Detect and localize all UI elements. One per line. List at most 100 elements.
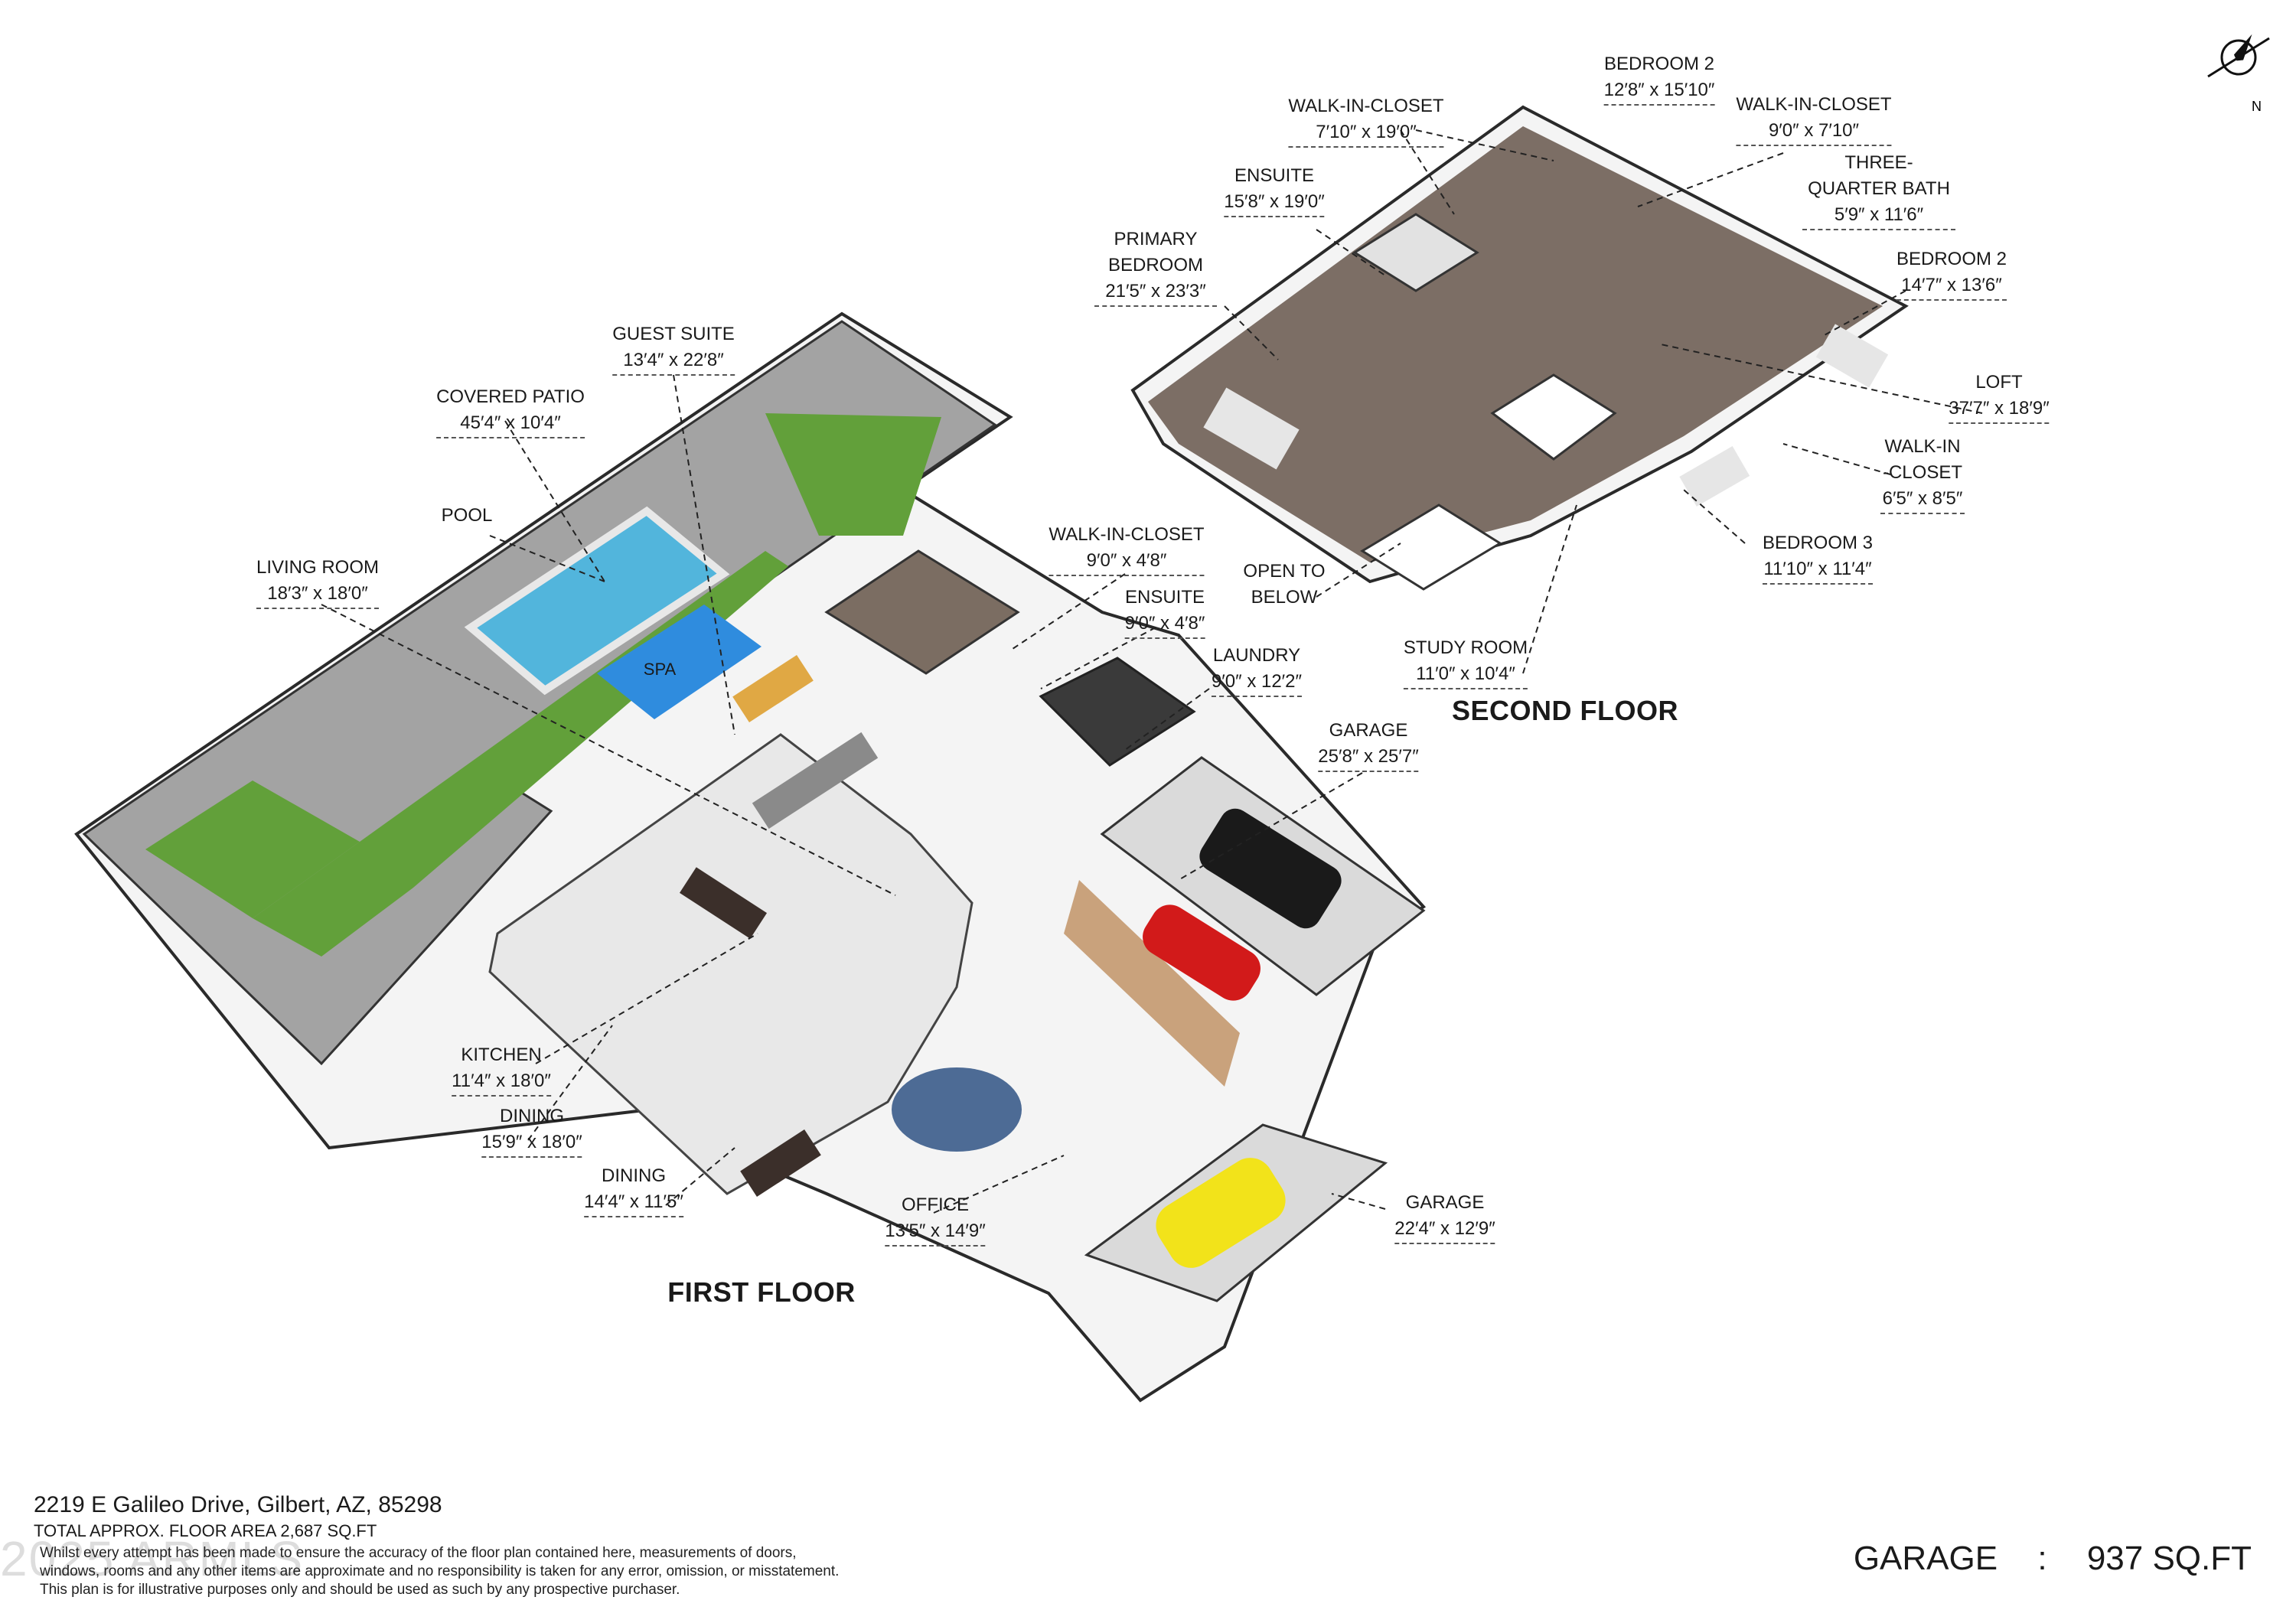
office-rug <box>892 1067 1022 1152</box>
dining-table <box>679 867 768 939</box>
label-kitchen: KITCHEN 11′4″ x 18′0″ <box>452 1042 551 1097</box>
room-dimension: 13′5″ x 14′9″ <box>885 1218 985 1247</box>
room-dimension: 11′4″ x 18′0″ <box>452 1068 551 1097</box>
open-to-below <box>1360 504 1502 591</box>
bedroom-3-bed <box>1679 445 1750 507</box>
compass-icon: N <box>2207 34 2270 114</box>
label-spa: SPA <box>644 657 676 683</box>
property-address: 2219 E Galileo Drive, Gilbert, AZ, 85298 <box>34 1492 442 1517</box>
label-laundry: LAUNDRY 9′0″ x 12′2″ <box>1212 643 1302 697</box>
room-name: LIVING ROOM <box>256 557 380 578</box>
room-name: THREE-QUARTER BATH <box>1808 152 1950 199</box>
room-name: STUDY ROOM <box>1403 637 1528 658</box>
primary-bed <box>1203 387 1300 470</box>
label-dining-2: DINING 14′4″ x 11′5″ <box>584 1163 683 1217</box>
label-guest-suite: GUEST SUITE 13′4″ x 22′8″ <box>612 321 735 376</box>
label-walk-in-closet-2f-a: WALK-IN-CLOSET 7′10″ x 19′0″ <box>1288 93 1443 148</box>
second-floor-carpet <box>1148 126 1883 562</box>
room-name: ENSUITE <box>1234 165 1315 186</box>
room-name: GUEST SUITE <box>612 324 735 344</box>
stair-opening <box>1490 373 1617 461</box>
ensuite-floor <box>1352 213 1479 292</box>
room-dimension: 22′4″ x 12′9″ <box>1394 1216 1495 1244</box>
room-name: DINING <box>601 1165 666 1186</box>
spa <box>597 605 762 719</box>
leader-lines <box>321 129 1983 1214</box>
label-dining-1: DINING 15′9″ x 18′0″ <box>481 1103 582 1158</box>
small-dining-table <box>740 1129 821 1198</box>
garage-area-label: GARAGE <box>1853 1540 1998 1577</box>
room-dimension: 9′0″ x 4′8″ <box>1049 548 1204 576</box>
room-dimension: 11′10″ x 11′4″ <box>1763 556 1873 585</box>
room-dimension: 9′0″ x 4′8″ <box>1125 611 1205 639</box>
pool <box>464 506 730 696</box>
disclaimer-line-2: windows, rooms and any other items are a… <box>40 1563 840 1579</box>
first-floor-plan <box>74 311 1427 1403</box>
garage-area-value: 937 SQ.FT <box>2086 1540 2252 1577</box>
total-floor-area: TOTAL APPROX. FLOOR AREA 2,687 SQ.FT <box>34 1521 377 1540</box>
label-loft: LOFT 37′7″ x 18′9″ <box>1949 370 2049 424</box>
label-walk-in-closet-2f-c: WALK-IN -CLOSET 6′5″ x 8′5″ <box>1880 434 1965 514</box>
label-three-quarter-bath: THREE-QUARTER BATH 5′9″ x 11′6″ <box>1802 150 1955 230</box>
room-dimension: 18′3″ x 18′0″ <box>256 581 379 609</box>
room-dimension: 9′0″ x 12′2″ <box>1212 669 1302 697</box>
label-primary-bedroom: PRIMARY BEDROOM 21′5″ x 23′3″ <box>1094 227 1217 307</box>
car-yellow <box>1156 1158 1286 1268</box>
second-floor-title: SECOND FLOOR <box>1451 695 1679 726</box>
label-bedroom-2-right: BEDROOM 2 14′7″ x 13′6″ <box>1896 246 2007 301</box>
room-dimension: 45′4″ x 10′4″ <box>436 410 585 438</box>
room-dimension: 25′8″ x 25′7″ <box>1318 744 1418 772</box>
room-name: LOFT <box>1975 372 2023 393</box>
room-name: WALK-IN -CLOSET <box>1882 436 1962 483</box>
room-dimension: 13′4″ x 22′8″ <box>612 347 735 376</box>
bedroom-2-bed <box>1815 324 1889 388</box>
room-dimension: 5′9″ x 11′6″ <box>1802 202 1955 230</box>
room-name: WALK-IN-CLOSET <box>1288 96 1444 116</box>
room-dimension: 7′10″ x 19′0″ <box>1288 119 1443 148</box>
watermark: 2025 ARMLS <box>0 1531 305 1586</box>
room-name: OPEN TO BELOW <box>1243 561 1326 608</box>
label-ensuite-1f: ENSUITE 9′0″ x 4′8″ <box>1125 585 1205 639</box>
room-name: WALK-IN-CLOSET <box>1049 524 1205 545</box>
garage-area-separator: : <box>2037 1540 2047 1577</box>
label-ensuite-2f: ENSUITE 15′8″ x 19′0″ <box>1224 163 1324 217</box>
garage-wood-wall <box>1064 880 1240 1087</box>
label-open-to-below: OPEN TO BELOW <box>1238 559 1330 611</box>
room-name: COVERED PATIO <box>436 386 585 407</box>
room-dimension: 12′8″ x 15′10″ <box>1604 77 1715 106</box>
car-black <box>1199 808 1342 929</box>
label-bedroom-2-top: BEDROOM 2 12′8″ x 15′10″ <box>1604 51 1715 106</box>
disclaimer-line-1: Whilst every attempt has been made to en… <box>40 1545 797 1561</box>
room-name: BEDROOM 2 <box>1896 249 2007 269</box>
room-name: DINING <box>499 1106 564 1126</box>
grass-area-left <box>145 781 360 918</box>
room-name: POOL <box>441 505 493 526</box>
car-red <box>1143 904 1261 1001</box>
room-dimension: 14′4″ x 11′5″ <box>584 1189 683 1217</box>
room-dimension: 21′5″ x 23′3″ <box>1094 279 1217 307</box>
first-floor-title: FIRST FLOOR <box>667 1276 856 1308</box>
label-study-room: STUDY ROOM 11′0″ x 10′4″ <box>1404 635 1528 689</box>
room-name: KITCHEN <box>461 1045 542 1065</box>
label-garage-1: GARAGE 25′8″ x 25′7″ <box>1318 718 1418 772</box>
room-name: ENSUITE <box>1124 587 1205 608</box>
disclaimer-line-3: This plan is for illustrative purposes o… <box>40 1582 680 1598</box>
room-name: PRIMARY BEDROOM <box>1107 229 1203 275</box>
sofa <box>752 732 879 829</box>
room-name: BEDROOM 2 <box>1603 54 1715 74</box>
disclaimer: Whilst every attempt has been made to en… <box>40 1544 958 1599</box>
label-walk-in-closet-2f-b: WALK-IN-CLOSET 9′0″ x 7′10″ <box>1736 92 1891 146</box>
grass-area-right <box>765 413 941 536</box>
room-name: LAUNDRY <box>1212 645 1301 666</box>
outdoor-table <box>732 654 814 723</box>
label-covered-patio: COVERED PATIO 45′4″ x 10′4″ <box>436 384 585 438</box>
room-dimension: 6′5″ x 8′5″ <box>1880 486 1965 514</box>
room-dimension: 14′7″ x 13′6″ <box>1896 272 2007 301</box>
room-dimension: 9′0″ x 7′10″ <box>1736 118 1891 146</box>
second-floor-plan <box>1130 105 1909 591</box>
label-living-room: LIVING ROOM 18′3″ x 18′0″ <box>256 555 379 609</box>
room-dimension: 37′7″ x 18′9″ <box>1949 396 2049 424</box>
room-name: GARAGE <box>1405 1192 1485 1213</box>
room-dimension: 15′8″ x 19′0″ <box>1224 189 1324 217</box>
